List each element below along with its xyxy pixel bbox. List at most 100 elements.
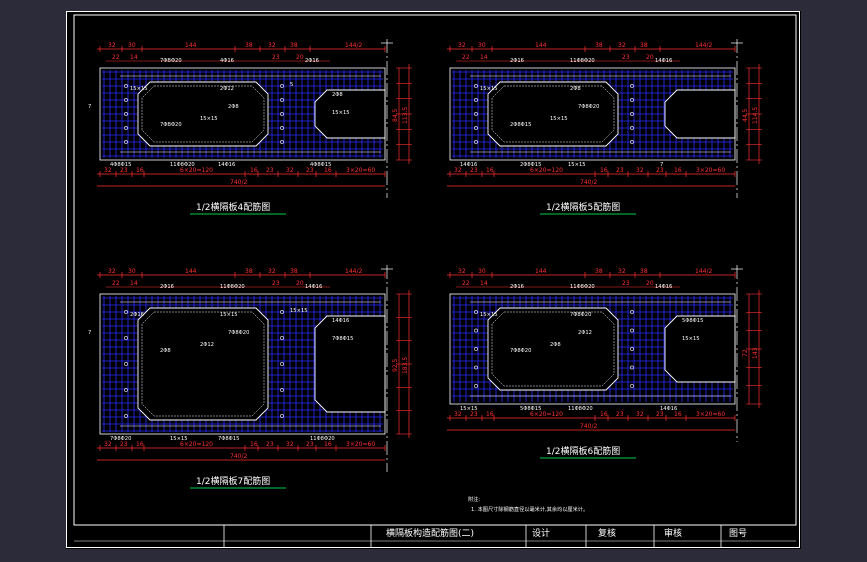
bottom-dimension-label: 3×20=60 [696, 411, 725, 418]
top-dimension-label: 32 [618, 268, 626, 275]
rebar-callout: 4Φ8Φ15 [110, 162, 131, 168]
rebar-callout: 2Φ8Φ15 [510, 122, 531, 128]
side-dimension-label: 92.5 [392, 358, 399, 372]
rebar-callout: 7Φ8Φ20 [228, 330, 249, 336]
top-sub-dimension-label: 22 [462, 54, 470, 61]
rebar-callout: 14Φ16 [655, 58, 672, 64]
title-block-approve: 审核 [664, 527, 682, 539]
rebar-callout: 4Φ16 [220, 58, 234, 64]
rebar-section-dot [630, 328, 634, 333]
rebar-section-dot [474, 328, 478, 333]
rebar-callout: 11Φ8Φ20 [170, 162, 195, 168]
top-dimension-label: 144/2 [345, 42, 362, 49]
rebar-section-dot [630, 84, 634, 88]
bottom-dimension-label: 16 [600, 411, 608, 418]
rebar-callout: 7 [660, 162, 663, 168]
bottom-dimension-label: 23 [616, 411, 624, 418]
top-dimension-label: 144/2 [345, 268, 362, 275]
bottom-dimension-label: 23 [656, 167, 664, 174]
top-dimension-label: 38 [245, 268, 253, 275]
rebar-callout: 14Φ16 [332, 318, 349, 324]
rebar-section-dot [474, 112, 478, 116]
central-opening [137, 307, 269, 421]
rebar-callout: 15×15 [130, 86, 148, 92]
rebar-callout: 15×15 [220, 312, 238, 318]
rebar-callout: 15×15 [332, 110, 350, 116]
rebar-section-dot [630, 347, 634, 351]
rebar-section-dot [124, 388, 128, 392]
bottom-dimension-label: 6×20=120 [530, 167, 563, 174]
rebar-callout: 2Φ16 [160, 284, 174, 290]
rebar-callout: 5Φ8Φ15 [520, 406, 541, 412]
top-sub-dimension-label: 22 [112, 280, 120, 287]
rebar-section-dot [474, 98, 478, 102]
rebar-section-dot [124, 126, 128, 130]
top-dimension-label: 32 [618, 42, 626, 49]
side-dimension-label: 72 [742, 349, 749, 357]
bottom-dimension-label: 16 [324, 441, 332, 448]
panel-title: 1/2横隔板6配筋图 [546, 445, 620, 457]
top-dimension-label: 32 [108, 268, 116, 275]
rebar-section-dot [474, 384, 478, 388]
notes-heading: 附注: [468, 495, 480, 503]
bottom-dimension-label: 16 [674, 411, 682, 418]
rebar-callout: 2Φ16 [510, 58, 524, 64]
top-dimension-label: 32 [458, 42, 466, 49]
rebar-section-dot [630, 112, 634, 116]
top-dimension-label: 144 [185, 42, 197, 49]
rebar-section-dot [630, 365, 634, 370]
total-dimension-label: 740/2 [230, 453, 247, 460]
side-opening [664, 89, 736, 139]
top-dimension-label: 30 [128, 268, 136, 275]
bottom-dimension-label: 3×20=60 [346, 441, 375, 448]
rebar-callout: 14Φ16 [660, 406, 677, 412]
rebar-callout: 15×15 [480, 86, 498, 92]
bottom-dimension-label: 16 [136, 167, 144, 174]
title-block-drawing-title: 横隔板构造配筋图(二) [386, 527, 474, 539]
rebar-section-dot [474, 84, 478, 88]
title-block-review: 复核 [598, 527, 616, 539]
central-opening [487, 307, 619, 391]
bottom-dimension-label: 16 [324, 167, 332, 174]
rebar-callout: 7ΦBΦ20 [160, 58, 182, 64]
top-dimension-label: 144/2 [695, 268, 712, 275]
bottom-dimension-label: 16 [486, 167, 494, 174]
bottom-dimension-label: 16 [674, 167, 682, 174]
side-opening [314, 89, 386, 139]
rebar-section-dot [280, 388, 284, 392]
bottom-dimension-label: 23 [120, 167, 128, 174]
rebar-section-dot [280, 414, 284, 418]
bottom-dimension-label: 23 [120, 441, 128, 448]
rebar-callout: 2Φ8 [570, 86, 581, 92]
rebar-callout: 15×15 [550, 116, 568, 122]
side-dimension-label: 143 [752, 347, 759, 359]
side-dimension-label: 183.5 [402, 357, 409, 374]
rebar-section-dot [630, 98, 634, 102]
top-dimension-label: 144 [535, 268, 547, 275]
top-sub-dimension-label: 22 [462, 280, 470, 287]
bottom-dimension-label: 16 [250, 441, 258, 448]
rebar-section-dot [280, 310, 284, 314]
rebar-callout: 2Φ8 [332, 92, 343, 98]
top-sub-dimension-label: 14 [480, 280, 488, 287]
rebar-section-dot [630, 310, 634, 314]
total-dimension-label: 740/2 [580, 179, 597, 186]
bottom-dimension-label: 32 [454, 411, 462, 418]
panel-title: 1/2横隔板4配筋图 [196, 201, 270, 213]
side-dimension-label: 84.5 [392, 108, 399, 122]
top-sub-dimension-label: 23 [272, 54, 280, 61]
bottom-dimension-label: 3×20=60 [696, 167, 725, 174]
opening-rebar-ring [141, 85, 265, 143]
sheet-border [66, 11, 800, 548]
rebar-callout: 15×15 [460, 406, 478, 412]
rebar-section-dot [124, 98, 128, 102]
top-sub-dimension-label: 23 [622, 54, 630, 61]
rebar-section-dot [280, 98, 284, 102]
top-sub-dimension-label: 20 [296, 54, 304, 61]
rebar-section-dot [474, 126, 478, 130]
rebar-section-dot [280, 126, 284, 130]
rebar-callout: 7Φ8Φ20 [578, 104, 599, 110]
top-sub-dimension-label: 14 [130, 280, 138, 287]
